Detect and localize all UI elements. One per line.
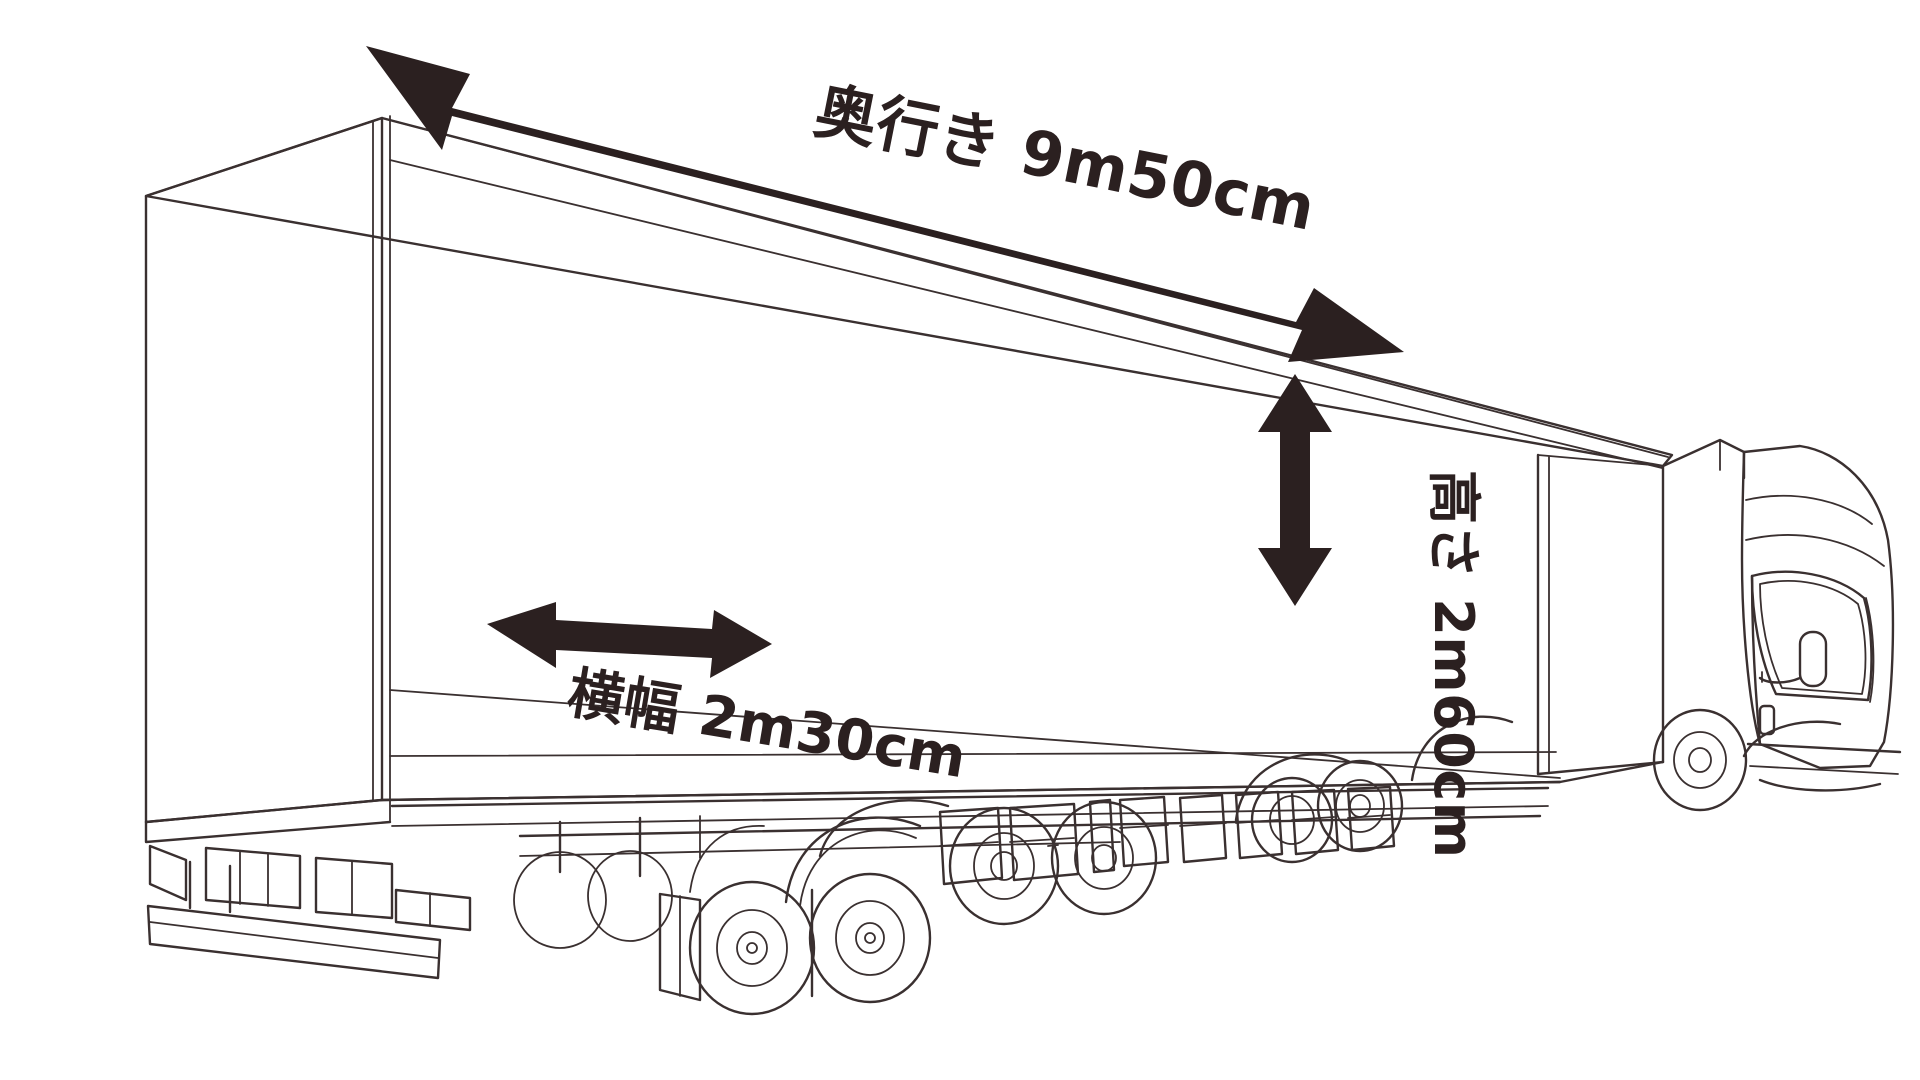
height-dimension-label: 高さ 2m60cm xyxy=(1422,470,1485,859)
truck-cab xyxy=(1661,438,1902,792)
wheel-set-mid xyxy=(513,816,932,1016)
cargo-box-outline xyxy=(144,115,1674,844)
chassis-frame xyxy=(390,786,1550,878)
side-mirror xyxy=(1758,630,1828,688)
side-skirt-panels xyxy=(938,785,1396,886)
height-arrow xyxy=(1258,374,1332,606)
wheel-set-rear-left xyxy=(818,799,1158,926)
width-arrow xyxy=(487,602,772,678)
wheel-set-front xyxy=(1234,708,1748,864)
rear-bumper xyxy=(146,844,472,980)
